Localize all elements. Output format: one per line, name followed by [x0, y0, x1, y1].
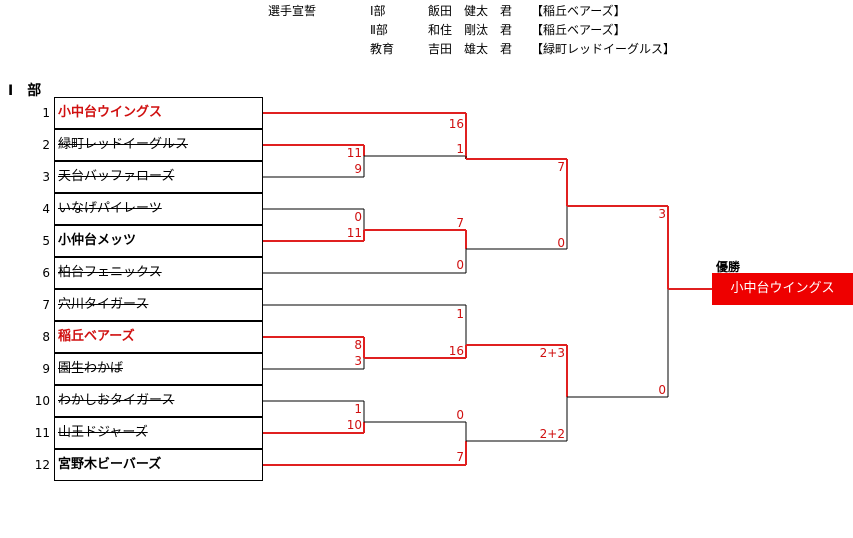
- team-cell: 天台バッファローズ: [54, 161, 263, 193]
- seed-number: 10: [34, 394, 50, 408]
- score-label: 7: [557, 160, 565, 174]
- score-label: 0: [557, 236, 565, 250]
- score-label: 16: [448, 344, 464, 358]
- seed-number: 12: [34, 458, 50, 472]
- team-cell: 小中台ウイングス: [54, 97, 263, 129]
- seed-number: 7: [42, 298, 50, 312]
- score-label: 9: [354, 162, 362, 176]
- seed-number: 2: [42, 138, 50, 152]
- oath-title: 選手宣誓: [268, 4, 317, 18]
- seed-number: 11: [34, 426, 50, 440]
- champion-box: 小中台ウイングス: [712, 273, 853, 305]
- seed-number: 4: [42, 202, 50, 216]
- score-label: 11: [346, 226, 362, 240]
- oath-category: 教育: [370, 42, 395, 56]
- score-label: 10: [346, 418, 362, 432]
- oath-player: 吉田 雄太 君: [428, 42, 513, 56]
- oath-category: Ⅱ部: [370, 23, 388, 37]
- oath-team: 【緑町レッドイーグルス】: [531, 42, 676, 56]
- seed-number: 1: [42, 106, 50, 120]
- score-label: 0: [456, 408, 464, 422]
- seed-number: 8: [42, 330, 50, 344]
- oath-team: 【稲丘ベアーズ】: [531, 4, 626, 18]
- team-cell: 山王ドジャーズ: [54, 417, 263, 449]
- score-label: 1: [456, 142, 464, 156]
- score-label: 8: [354, 338, 362, 352]
- section-title: Ⅰ 部: [8, 83, 42, 99]
- team-cell: 緑町レッドイーグルス: [54, 129, 263, 161]
- score-label: 16: [448, 117, 464, 131]
- team-cell: 小仲台メッツ: [54, 225, 263, 257]
- seed-number: 9: [42, 362, 50, 376]
- oath-category: Ⅰ部: [370, 4, 386, 18]
- team-cell: 宮野木ビーバーズ: [54, 449, 263, 481]
- score-label: 3: [658, 207, 666, 221]
- team-cell: わかしおタイガース: [54, 385, 263, 417]
- score-label: 2+3: [539, 346, 565, 360]
- score-label: 0: [456, 258, 464, 272]
- score-label: 2+2: [539, 427, 565, 441]
- score-label: 1: [354, 402, 362, 416]
- seed-number: 3: [42, 170, 50, 184]
- score-label: 0: [658, 383, 666, 397]
- header: 選手宣誓 Ⅰ部 飯田 健太 君 【稲丘ベアーズ】 Ⅱ部 和住 剛汰 君 【稲丘ベ…: [0, 0, 853, 60]
- team-cell: 穴川タイガース: [54, 289, 263, 321]
- score-label: 7: [456, 216, 464, 230]
- oath-player: 飯田 健太 君: [428, 4, 513, 18]
- seed-number: 5: [42, 234, 50, 248]
- score-label: 0: [354, 210, 362, 224]
- team-cell: いなげパイレーツ: [54, 193, 263, 225]
- score-label: 7: [456, 450, 464, 464]
- champion-label: 優勝: [716, 260, 741, 274]
- score-label: 1: [456, 307, 464, 321]
- team-cell: 柏台フェニックス: [54, 257, 263, 289]
- team-cell: 園生わかば: [54, 353, 263, 385]
- oath-player: 和住 剛汰 君: [428, 23, 513, 37]
- oath-team: 【稲丘ベアーズ】: [531, 23, 626, 37]
- score-label: 3: [354, 354, 362, 368]
- score-label: 11: [346, 146, 362, 160]
- seed-number: 6: [42, 266, 50, 280]
- team-cell: 稲丘ベアーズ: [54, 321, 263, 353]
